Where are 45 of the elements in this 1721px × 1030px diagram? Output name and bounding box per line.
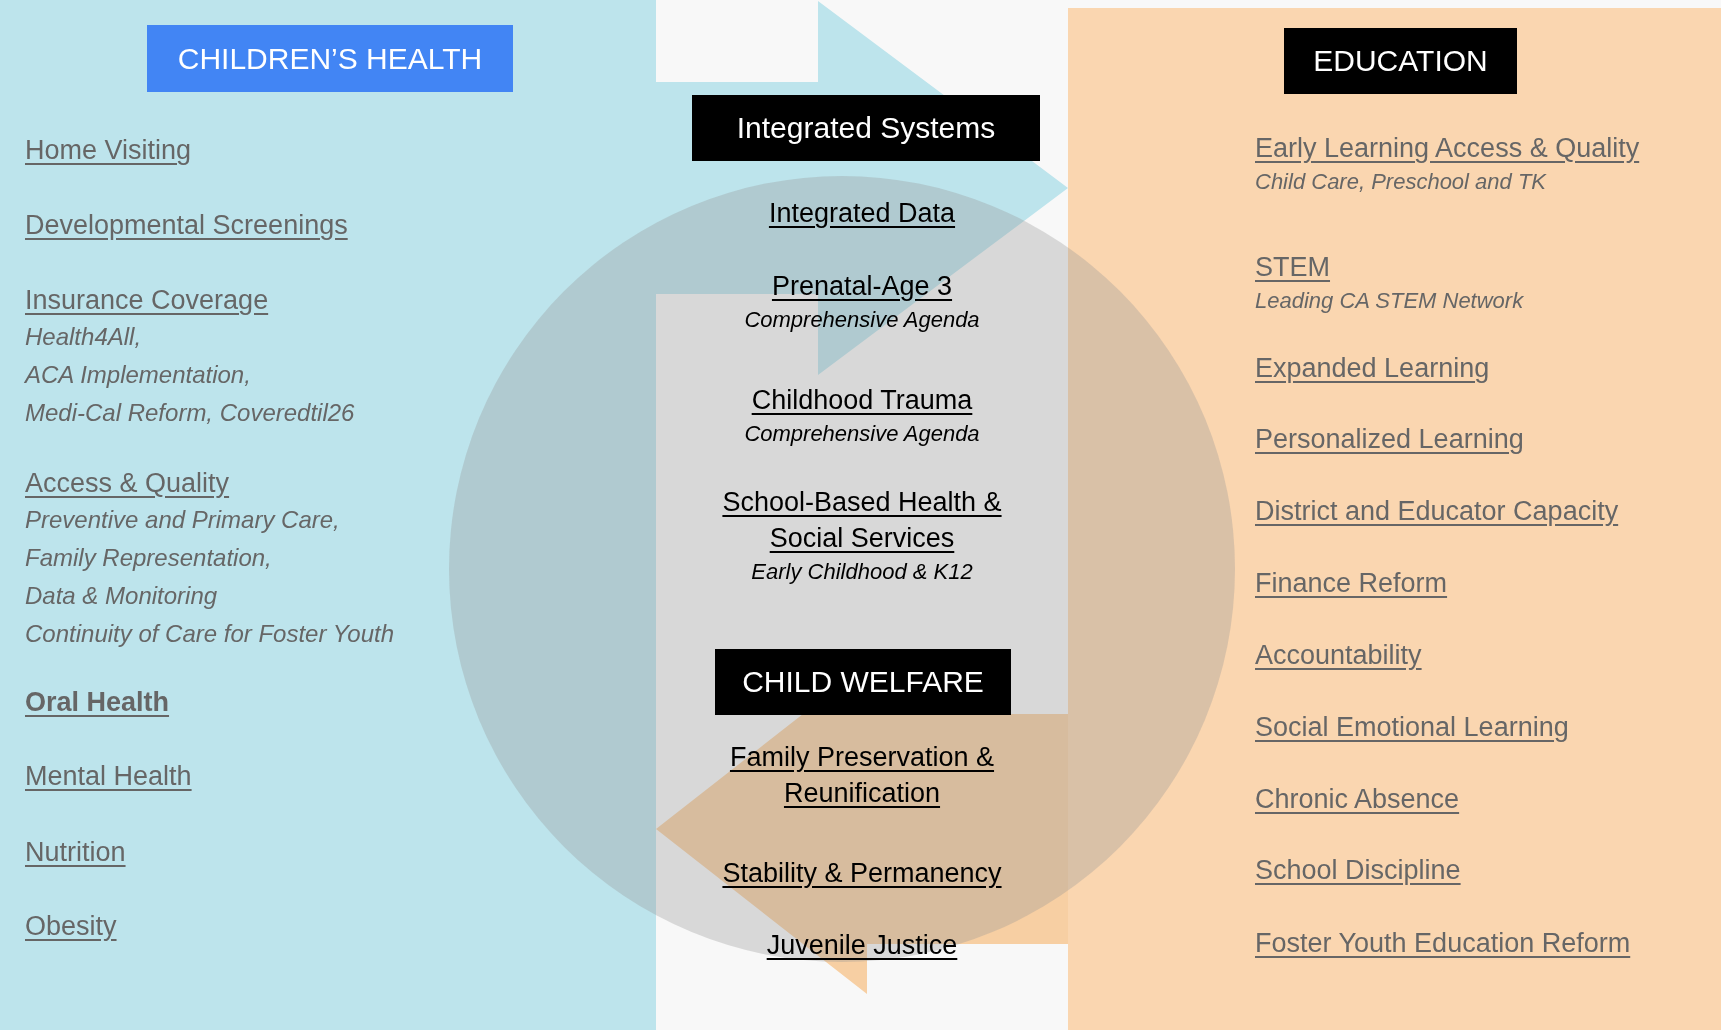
topic-note: Continuity of Care for Foster Youth [25, 619, 395, 649]
topic-link: Access & Quality [25, 467, 230, 500]
topic-link: Family Preservation & Reunification [728, 741, 996, 810]
topic-note: Early Childhood & K12 [751, 558, 973, 586]
topic-link: District and Educator Capacity [1255, 495, 1619, 528]
topic-note: Comprehensive Agenda [744, 306, 980, 334]
topic-link: Oral Health [25, 686, 170, 719]
topic-link: Prenatal-Age 3 [771, 270, 953, 303]
topic-note: Child Care, Preschool and TK [1255, 168, 1547, 196]
topic-link: Accountability [1255, 639, 1422, 672]
block-arrow [656, 1, 1068, 375]
category-label: CHILDREN’S HEALTH [147, 25, 513, 92]
topic-link: Foster Youth Education Reform [1255, 927, 1631, 960]
category-panel [1068, 8, 1721, 1030]
topic-link: Insurance Coverage [25, 284, 269, 317]
category-label: Integrated Systems [692, 95, 1040, 161]
topic-note: Data & Monitoring [25, 581, 218, 611]
topic-link: Personalized Learning [1255, 423, 1524, 456]
category-label: EDUCATION [1284, 28, 1517, 94]
category-label: CHILD WELFARE [715, 649, 1011, 715]
topic-link: Juvenile Justice [766, 929, 958, 962]
topic-link: Mental Health [25, 760, 192, 793]
topic-link: Integrated Data [768, 197, 956, 230]
topic-link: Chronic Absence [1255, 783, 1460, 816]
topic-link: Early Learning Access & Quality [1255, 132, 1640, 165]
topic-link: Developmental Screenings [25, 209, 348, 242]
topic-link: Nutrition [25, 836, 126, 869]
topic-note: Leading CA STEM Network [1255, 287, 1524, 315]
topic-link: Home Visiting [25, 134, 192, 167]
topic-link: Stability & Permanency [722, 857, 1002, 890]
topic-link: Childhood Trauma [751, 384, 973, 417]
topic-link: Social Emotional Learning [1255, 711, 1569, 744]
topic-note: Family Representation, [25, 543, 272, 573]
topic-link: STEM [1255, 251, 1330, 284]
topic-note: ACA Implementation, [25, 360, 251, 390]
topic-note: Preventive and Primary Care, [25, 505, 340, 535]
category-panel [0, 0, 656, 1030]
topic-link: Obesity [25, 910, 117, 943]
topic-link: School Discipline [1255, 854, 1461, 887]
topic-link: School-Based Health & Social Services [721, 486, 1003, 555]
topic-note: Comprehensive Agenda [744, 420, 980, 448]
topic-note: Health4All, [25, 322, 142, 352]
topic-note: Medi-Cal Reform, Coveredtil26 [25, 398, 355, 428]
topic-link: Finance Reform [1255, 567, 1448, 600]
topic-link: Expanded Learning [1255, 352, 1490, 385]
